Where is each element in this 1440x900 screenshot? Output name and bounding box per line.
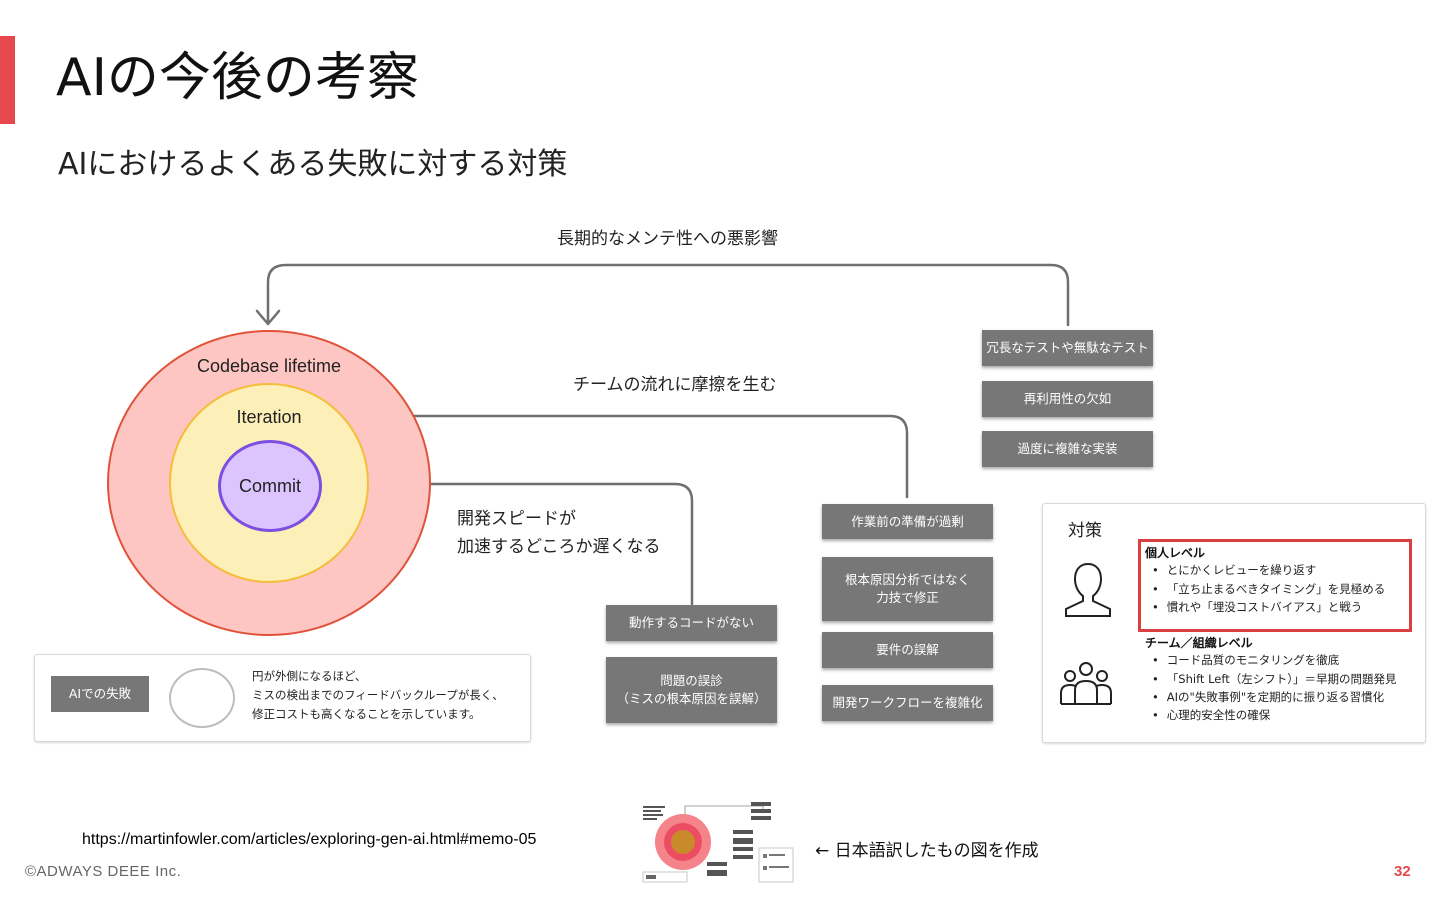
legend-note-line2: ミスの検出までのフィードバックループが長く、 bbox=[252, 688, 504, 702]
speed-label-line2: 加速するどころか遅くなる bbox=[457, 537, 661, 557]
speed-label-line1: 開発スピードが bbox=[457, 509, 576, 529]
long-term-item: 冗長なテストや無駄なテスト bbox=[982, 330, 1153, 366]
slide-title: AIの今後の考察 bbox=[56, 48, 419, 108]
long-term-label: 長期的なメンテ性への悪影響 bbox=[557, 229, 778, 249]
team-item: 要件の誤解 bbox=[822, 632, 993, 668]
team-item: 心理的安全性の確保 bbox=[1152, 706, 1271, 725]
translation-caption: ← 日本語訳したもの図を作成 bbox=[815, 841, 1039, 861]
individual-highlight-box bbox=[1138, 539, 1412, 632]
commit-arrow bbox=[322, 482, 694, 606]
countermeasures-title: 対策 bbox=[1068, 521, 1102, 541]
slide-subtitle: AIにおけるよくある失敗に対する対策 bbox=[58, 147, 568, 182]
long-term-arrowhead bbox=[255, 309, 281, 326]
legend-failure-box: AIでの失敗 bbox=[51, 676, 149, 712]
team-item: 根本原因分析ではなく 力技で修正 bbox=[822, 557, 993, 621]
iteration-label: Iteration bbox=[236, 407, 302, 427]
page-number: 32 bbox=[1394, 863, 1411, 880]
long-term-arrow bbox=[266, 263, 1070, 327]
team-heading: チーム／組織レベル bbox=[1145, 636, 1253, 650]
individual-heading: 個人レベル bbox=[1145, 546, 1206, 560]
team-group-icon bbox=[1060, 662, 1112, 705]
team-arrow bbox=[348, 414, 909, 499]
team-item: 作業前の準備が過剰 bbox=[822, 504, 993, 539]
commit-item: 問題の誤診 （ミスの根本原因を誤解） bbox=[606, 657, 777, 723]
team-item: AIの"失敗事例"を定期的に振り返る習慣化 bbox=[1152, 688, 1384, 707]
individual-item: とにかくレビューを繰り返す bbox=[1152, 561, 1317, 580]
person-icon bbox=[1065, 562, 1111, 617]
source-url[interactable]: https://martinfowler.com/articles/explor… bbox=[82, 831, 537, 848]
accent-bar bbox=[0, 36, 15, 124]
team-item: 「Shift Left（左シフト）」＝早期の問題発見 bbox=[1152, 670, 1397, 689]
long-term-item: 過度に複雑な実装 bbox=[982, 431, 1153, 467]
individual-item: 慣れや「埋没コストバイアス」と戦う bbox=[1152, 598, 1363, 617]
commit-ring: Commit bbox=[218, 440, 322, 532]
legend-circle-icon bbox=[169, 668, 235, 728]
original-figure-thumbnail bbox=[641, 800, 795, 884]
team-item: 開発ワークフローを複雑化 bbox=[822, 685, 993, 721]
individual-item: 「立ち止まるべきタイミング」を見極める bbox=[1152, 580, 1386, 599]
legend-note-line3: 修正コストも高くなることを示しています。 bbox=[252, 707, 481, 721]
legend-panel: AIでの失敗 円が外側になるほど、 ミスの検出までのフィードバックループが長く、… bbox=[34, 654, 531, 742]
commit-item: 動作するコードがない bbox=[606, 605, 777, 641]
legend-note-line1: 円が外側になるほど、 bbox=[252, 669, 367, 683]
long-term-item: 再利用性の欠如 bbox=[982, 381, 1153, 417]
footer-copyright: ©ADWAYS DEEE Inc. bbox=[25, 863, 182, 880]
commit-label: Commit bbox=[239, 475, 301, 496]
codebase-lifetime-label: Codebase lifetime bbox=[196, 356, 342, 376]
team-friction-label: チームの流れに摩擦を生む bbox=[573, 375, 777, 395]
team-item: コード品質のモニタリングを徹底 bbox=[1152, 651, 1340, 670]
